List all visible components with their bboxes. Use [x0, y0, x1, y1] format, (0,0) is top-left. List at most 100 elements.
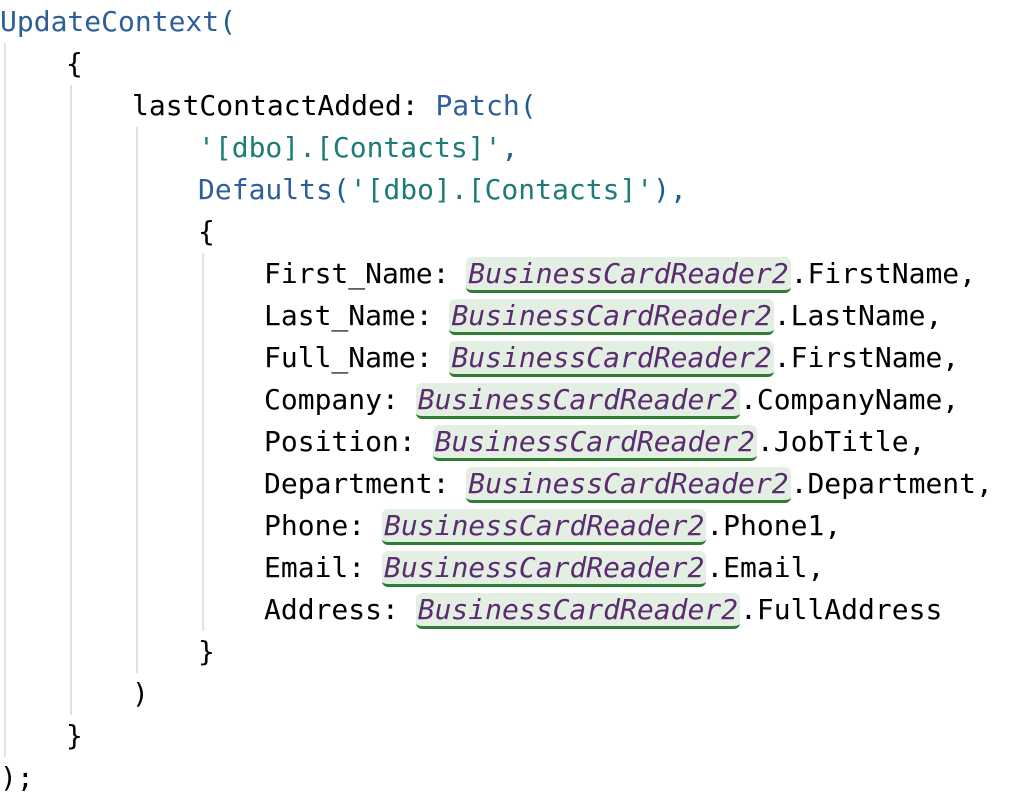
code-line-6: { — [0, 211, 215, 253]
code-line-1: UpdateContext( — [0, 1, 236, 43]
indent-guide — [132, 463, 198, 505]
code-line-5: Defaults('[dbo].[Contacts]'), — [0, 169, 687, 211]
close-brace: } — [198, 635, 215, 668]
function-name: UpdateContext — [0, 5, 220, 38]
indent-guide — [0, 127, 66, 169]
control-reference[interactable]: BusinessCardReader2 — [382, 509, 707, 545]
indent-guide — [66, 85, 132, 127]
indent-guide — [132, 169, 198, 211]
indent-guide — [66, 463, 132, 505]
indent-guide — [66, 253, 132, 295]
function-name: Patch — [435, 89, 520, 122]
indent-guide — [0, 715, 66, 757]
indent-guide — [132, 337, 198, 379]
indent-guide — [132, 589, 198, 631]
control-reference[interactable]: BusinessCardReader2 — [449, 341, 774, 377]
code-line-16: } — [0, 631, 215, 673]
control-reference[interactable]: BusinessCardReader2 — [466, 257, 791, 293]
comma: , — [501, 131, 519, 164]
property-access: .FirstName, — [773, 341, 960, 374]
control-reference[interactable]: BusinessCardReader2 — [449, 299, 774, 335]
field-key: Email: — [264, 551, 366, 584]
property-access: .Phone1, — [706, 509, 842, 542]
field-key: Address: — [264, 593, 399, 626]
indent-guide — [198, 421, 264, 463]
code-line-4: '[dbo].[Contacts]', — [0, 127, 518, 169]
indent-guide — [0, 169, 66, 211]
string-literal: '[dbo].[Contacts]' — [198, 131, 502, 164]
control-reference[interactable]: BusinessCardReader2 — [432, 425, 757, 461]
indent-guide — [0, 337, 66, 379]
indent-guide — [132, 631, 198, 673]
field-key: Position: — [264, 425, 416, 458]
code-line-2: { — [0, 43, 83, 85]
open-brace: { — [198, 215, 215, 248]
indent-guide — [198, 337, 264, 379]
property-access: .FirstName, — [790, 257, 977, 290]
indent-guide — [198, 253, 264, 295]
string-literal: '[dbo].[Contacts]' — [349, 173, 654, 206]
field-key: Last_Name: — [264, 299, 433, 332]
indent-guide — [0, 631, 66, 673]
indent-guide — [0, 589, 66, 631]
close-paren: ) — [132, 677, 149, 710]
field-key: Full_Name: — [264, 341, 433, 374]
indent-guide — [198, 379, 264, 421]
indent-guide — [66, 589, 132, 631]
property-key: lastContactAdded: — [132, 89, 419, 122]
close-brace: } — [66, 719, 83, 752]
indent-guide — [132, 547, 198, 589]
indent-guide — [0, 505, 66, 547]
indent-guide — [66, 673, 132, 715]
field-key: First_Name: — [264, 257, 450, 290]
indent-guide — [198, 463, 264, 505]
open-paren: ( — [519, 89, 537, 122]
indent-guide — [66, 169, 132, 211]
indent-guide — [132, 295, 198, 337]
indent-guide — [0, 253, 66, 295]
code-line-3: lastContactAdded: Patch( — [0, 85, 537, 127]
indent-guide — [0, 43, 66, 85]
indent-guide — [0, 379, 66, 421]
indent-guide — [66, 505, 132, 547]
open-paren: ( — [332, 173, 350, 206]
code-line-15: Address: BusinessCardReader2.FullAddress — [0, 589, 942, 631]
indent-guide — [66, 211, 132, 253]
field-key: Phone: — [264, 509, 366, 542]
property-access: .CompanyName, — [740, 383, 960, 416]
open-paren: ( — [219, 5, 237, 38]
property-access: .JobTitle, — [756, 425, 926, 458]
code-line-18: } — [0, 715, 83, 757]
code-line-9: Full_Name: BusinessCardReader2.FirstName… — [0, 337, 959, 379]
indent-guide — [0, 463, 66, 505]
field-key: Company: — [264, 383, 399, 416]
indent-guide — [132, 421, 198, 463]
indent-guide — [198, 589, 264, 631]
indent-guide — [132, 211, 198, 253]
indent-guide — [66, 421, 132, 463]
indent-guide — [132, 253, 198, 295]
indent-guide — [66, 547, 132, 589]
indent-guide — [66, 295, 132, 337]
function-name: Defaults — [198, 173, 333, 206]
indent-guide — [66, 379, 132, 421]
indent-guide — [132, 127, 198, 169]
control-reference[interactable]: BusinessCardReader2 — [415, 383, 741, 419]
control-reference[interactable]: BusinessCardReader2 — [466, 467, 791, 503]
code-line-12: Department: BusinessCardReader2.Departme… — [0, 463, 993, 505]
indent-guide — [198, 295, 264, 337]
control-reference[interactable]: BusinessCardReader2 — [415, 593, 741, 629]
indent-guide — [66, 337, 132, 379]
indent-guide — [0, 673, 66, 715]
indent-guide — [198, 547, 264, 589]
code-line-19: ); — [0, 757, 34, 799]
property-access: .Email, — [706, 551, 825, 584]
property-access: .Department, — [790, 467, 993, 500]
close-paren: ), — [653, 173, 687, 206]
property-access: .FullAddress — [740, 593, 943, 626]
open-brace: { — [66, 47, 83, 80]
control-reference[interactable]: BusinessCardReader2 — [382, 551, 707, 587]
code-line-11: Position: BusinessCardReader2.JobTitle, — [0, 421, 925, 463]
indent-guide — [0, 421, 66, 463]
